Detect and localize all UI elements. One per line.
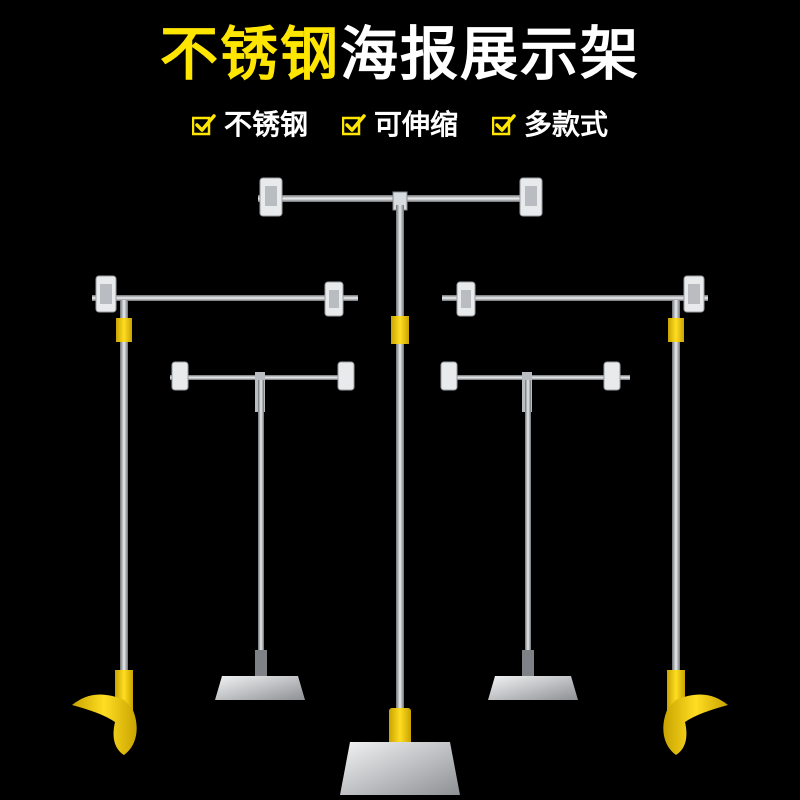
feature-item: 可伸缩: [341, 108, 458, 142]
poster-clip: [337, 361, 355, 391]
desk-stand-left: [170, 361, 355, 700]
feature-item: 不锈钢: [191, 108, 308, 142]
poster-clip: [440, 361, 458, 391]
headline-highlight: 不锈钢: [159, 20, 340, 88]
check-icon: [191, 114, 216, 136]
poster-clip: [683, 275, 705, 313]
check-icon: [492, 114, 516, 136]
poster-clip: [171, 361, 189, 391]
poster-clip: [324, 281, 344, 317]
poster-clip: [519, 177, 543, 217]
feature-list: 不锈钢 可伸缩 多款式: [0, 108, 800, 142]
poster-clip: [603, 361, 621, 391]
clamp-stand-left: [72, 275, 358, 755]
clamp-stand-right: [442, 275, 728, 755]
headline-rest: 海报展示架: [340, 20, 641, 88]
feature-label: 不锈钢: [223, 108, 308, 141]
feature-label: 可伸缩: [373, 108, 458, 141]
floor-stand-center: [258, 177, 543, 795]
poster-clip: [259, 177, 283, 217]
poster-clip: [456, 281, 476, 317]
headline: 不锈钢海报展示架: [0, 18, 800, 90]
feature-label: 多款式: [524, 108, 609, 141]
check-icon: [341, 114, 366, 136]
feature-item: 多款式: [492, 108, 608, 142]
poster-clip: [95, 275, 117, 313]
desk-stand-right: [440, 361, 630, 700]
